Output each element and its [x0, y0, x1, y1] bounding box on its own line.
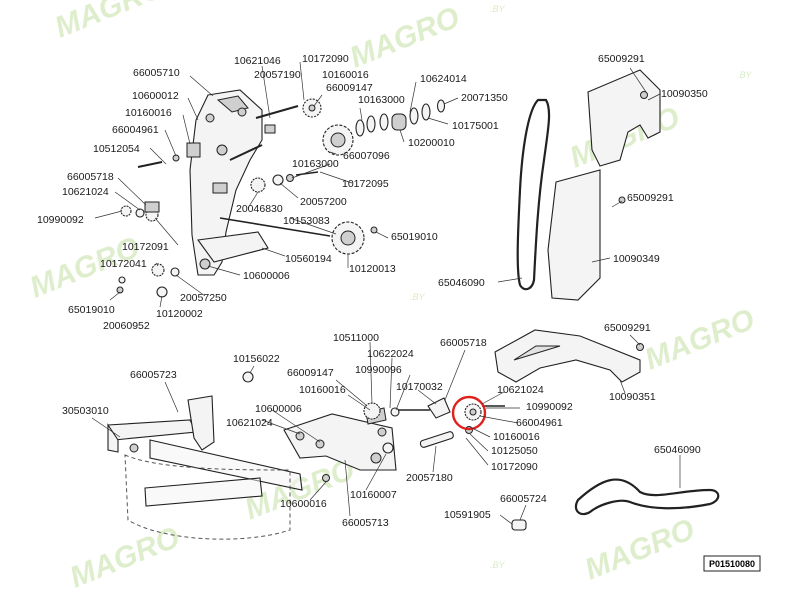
- part-label: 10160016: [299, 384, 346, 396]
- part-label: 10990096: [355, 364, 402, 376]
- drawing-code: P01510080: [709, 559, 755, 569]
- part-label: 10120013: [349, 263, 396, 275]
- part-label: 10156022: [233, 353, 280, 365]
- part-label: 10512054: [93, 143, 140, 155]
- watermark-suffix: .BY: [490, 4, 506, 14]
- part-label: 65019010: [68, 304, 115, 316]
- part-label: 10175001: [452, 120, 499, 132]
- part-label: 10600016: [280, 498, 327, 510]
- lower-drive-assembly: [242, 371, 527, 531]
- part-label: 10160016: [125, 107, 172, 119]
- part-label: 20046830: [236, 203, 283, 215]
- part-label: 65009291: [627, 192, 674, 204]
- part-label: 65046090: [438, 277, 485, 289]
- part-label: 10621024: [226, 417, 273, 429]
- part-label: 10600006: [255, 403, 302, 415]
- part-label: 30503010: [62, 405, 109, 417]
- part-label: 20057180: [406, 472, 453, 484]
- frame-assembly: [107, 395, 303, 540]
- part-label: 10200010: [408, 137, 455, 149]
- part-label: 20057200: [300, 196, 347, 208]
- part-label: 10600012: [132, 90, 179, 102]
- part-label: 66009147: [326, 82, 373, 94]
- watermark: MAGRO: [65, 521, 184, 595]
- part-label: 20057250: [180, 292, 227, 304]
- watermark: MAGRO: [345, 1, 464, 75]
- part-label: 10120002: [156, 308, 203, 320]
- watermark-suffix: .BY: [410, 292, 426, 302]
- drawing-code-box: [703, 555, 761, 572]
- part-label: 10600006: [243, 270, 290, 282]
- watermark-suffix: .BY: [490, 560, 506, 570]
- part-label: 10172090: [491, 461, 538, 473]
- part-label: 10560194: [285, 253, 332, 265]
- part-label: 66005724: [500, 493, 547, 505]
- part-label: 10160016: [493, 431, 540, 443]
- part-label: 10163000: [292, 158, 339, 170]
- part-label: 10090351: [609, 391, 656, 403]
- upper-drive-assembly: [116, 89, 446, 298]
- part-label: 10621024: [62, 186, 109, 198]
- part-label: 10172095: [342, 178, 389, 190]
- part-label: 66005713: [342, 517, 389, 529]
- part-label: 10591905: [444, 509, 491, 521]
- highlight-circle: [451, 395, 487, 431]
- part-label: 65019010: [391, 231, 438, 243]
- part-label: 10990092: [37, 214, 84, 226]
- watermark: MAGRO: [640, 303, 759, 377]
- chain-guard-assembly: [516, 69, 661, 301]
- part-label: 66004961: [516, 417, 563, 429]
- part-label: 66007096: [343, 150, 390, 162]
- part-label: 10090349: [613, 253, 660, 265]
- part-label: 20060952: [103, 320, 150, 332]
- watermark: MAGRO: [580, 513, 699, 587]
- part-label: 10172090: [302, 53, 349, 65]
- part-label: 10172041: [100, 258, 147, 270]
- part-label: 66004961: [112, 124, 159, 136]
- part-label: 10153083: [283, 215, 330, 227]
- part-label: 10990092: [526, 401, 573, 413]
- part-labels: 66005710 10621046 10172090 10160016 6600…: [37, 53, 708, 529]
- part-label: 66005710: [133, 67, 180, 79]
- part-label: 66005718: [67, 171, 114, 183]
- watermark-suffix: .BY: [737, 70, 753, 80]
- part-label: 65009291: [604, 322, 651, 334]
- part-label: 10090350: [661, 88, 708, 100]
- part-label: 65046090: [654, 444, 701, 456]
- leader-lines: [91, 61, 681, 525]
- part-label: 20057190: [254, 69, 301, 81]
- part-label: 10624014: [420, 73, 467, 85]
- part-label: 10170032: [396, 381, 443, 393]
- part-label: 10163000: [358, 94, 405, 106]
- watermark: MAGRO: [50, 0, 169, 44]
- part-label: 66009147: [287, 367, 334, 379]
- belt-guard-assembly: [494, 329, 720, 516]
- part-label: 66005723: [130, 369, 177, 381]
- part-label: 20071350: [461, 92, 508, 104]
- part-label: 10511000: [333, 332, 379, 344]
- part-label: 10160007: [350, 489, 397, 501]
- part-label: 10621046: [234, 55, 281, 67]
- part-label: 66005718: [440, 337, 487, 349]
- part-label: 10621024: [497, 384, 544, 396]
- part-label: 10622024: [367, 348, 414, 360]
- part-label: 65009291: [598, 53, 645, 65]
- part-label: 10125050: [491, 445, 538, 457]
- part-label: 10172091: [122, 241, 169, 253]
- part-label: 10160016: [322, 69, 369, 81]
